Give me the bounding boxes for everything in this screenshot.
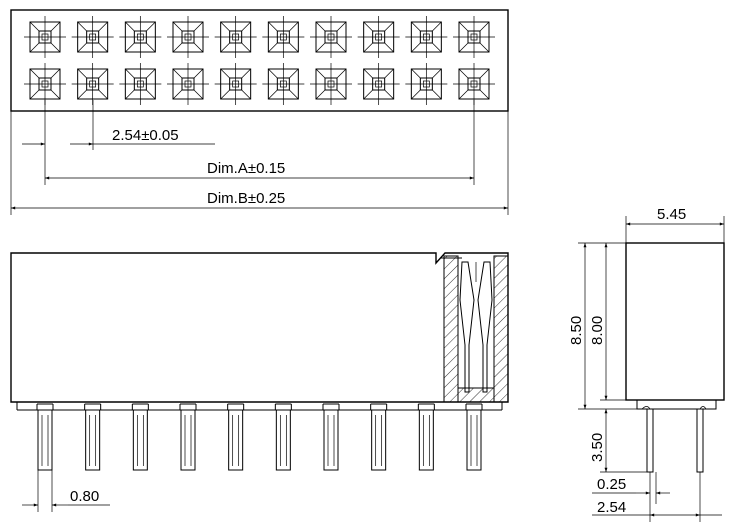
socket-cell [453,16,495,58]
dim-a-label: Dim.A±0.15 [207,160,285,177]
front-view: 0.80 [10,252,509,512]
socket-cell [262,63,305,105]
top-view: 2.54±0.05 Dim.A±0.15 Dim.B±0.25 [10,9,509,215]
socket-cell [357,63,400,105]
pin-width-label: 0.80 [70,488,99,505]
socket-cell [167,16,209,58]
body-height-label: 8.00 [589,316,606,345]
pin [227,403,245,471]
socket-cell [405,16,448,58]
side-view-pin-left-bend [641,406,651,410]
pin [36,403,54,471]
socket-cell [119,63,162,105]
socket-cell [262,16,305,58]
pin [417,403,435,471]
socket-cell [214,16,257,58]
section-cutaway [440,255,509,403]
pin [131,403,149,471]
pin [84,403,102,471]
side-view-pin-right [696,409,704,473]
side-view-base [636,400,717,410]
dim-b-label: Dim.B±0.25 [207,190,285,207]
pitch-dim-label: 2.54±0.05 [112,127,179,144]
socket-cell [71,63,114,105]
pin [370,403,388,471]
pin-thickness-label: 0.25 [597,476,626,493]
socket-grid [24,16,495,105]
side-view-pin-right-bend [699,406,707,410]
pin [322,403,340,471]
socket-cell [24,16,66,58]
pin [465,403,483,471]
row-pitch-label: 2.54 [597,499,626,516]
socket-cell [405,63,448,105]
socket-cell [453,63,495,105]
side-view-body [625,242,725,401]
tail-length-label: 3.50 [589,433,606,462]
side-view-pin-left [646,409,654,473]
socket-cell [119,16,162,58]
socket-cell [167,63,209,105]
front-view-body [10,252,509,403]
top-view-body [10,9,509,112]
pin [179,403,197,471]
overall-height-label: 8.50 [568,316,585,345]
socket-cell [24,63,66,105]
socket-cell [71,16,114,58]
pin [274,403,292,471]
socket-cell [310,63,352,105]
side-view: 5.45 8.50 8.00 3.50 0.25 2.54 [568,206,725,522]
socket-cell [214,63,257,105]
pin-row [36,403,483,471]
socket-cell [310,16,352,58]
depth-label: 5.45 [657,206,686,223]
socket-cell [357,16,400,58]
